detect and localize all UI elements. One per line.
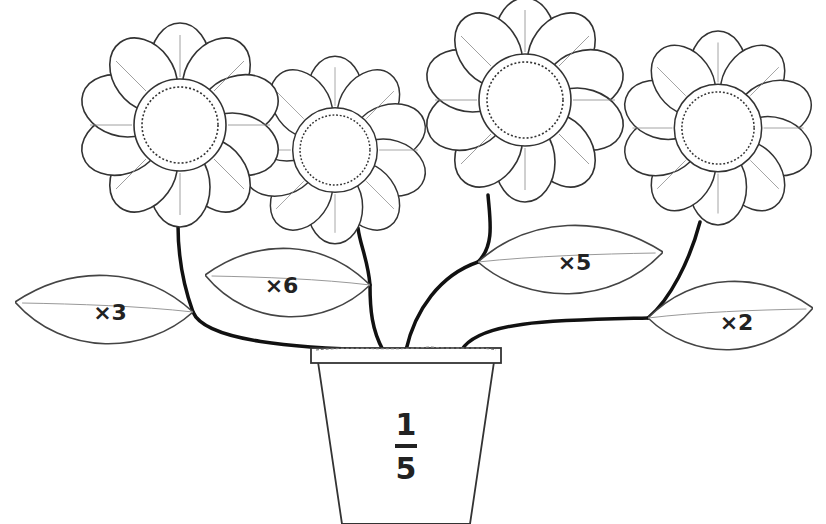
multiplier-label: ×5 <box>558 250 592 275</box>
multiplier-label: ×3 <box>93 300 127 325</box>
flower <box>617 31 819 225</box>
fraction: 15 <box>395 346 417 524</box>
flower-pot: 15 <box>310 346 502 524</box>
stem-connector <box>462 318 648 350</box>
flower <box>74 23 287 227</box>
stem-connector <box>406 262 478 350</box>
stem-connector <box>370 285 383 350</box>
stem <box>178 225 193 312</box>
fraction-numerator: 1 <box>396 408 417 442</box>
stem-connector <box>193 312 377 350</box>
multiplier-label: ×6 <box>265 273 299 298</box>
leaf-box: ×5 <box>478 212 663 312</box>
flower <box>419 0 632 202</box>
leaf-box: ×3 <box>15 262 193 362</box>
multiplier-label: ×2 <box>720 310 754 335</box>
fraction-denominator: 5 <box>396 452 417 486</box>
stem <box>478 195 490 262</box>
leaf-box: ×2 <box>648 268 813 368</box>
leaf-box: ×6 <box>205 235 370 335</box>
fraction-bar <box>395 444 417 448</box>
